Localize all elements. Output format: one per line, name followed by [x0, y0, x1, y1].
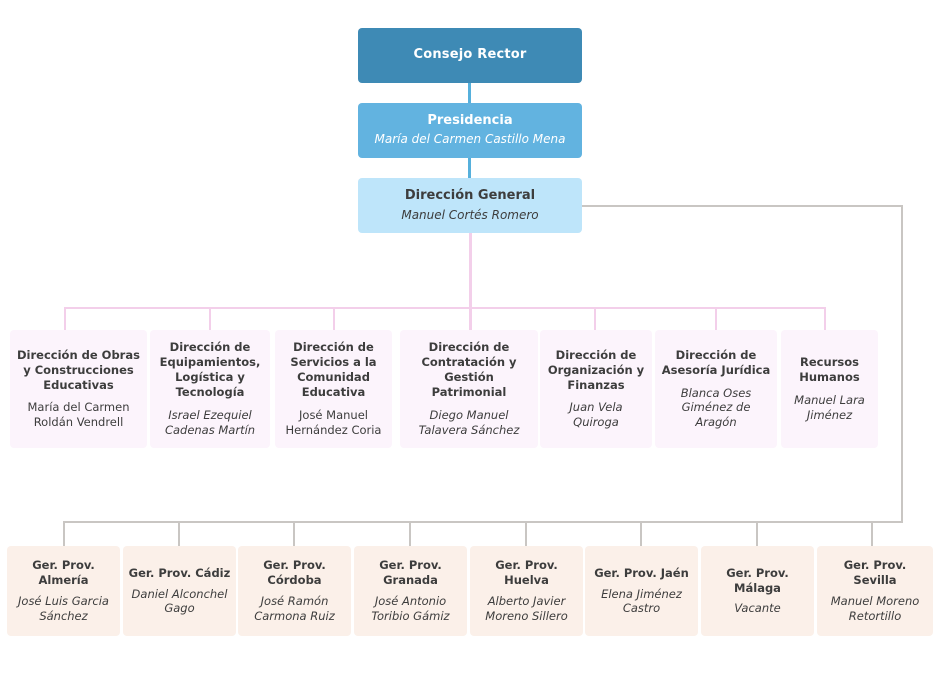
node-gerencia-5[interactable]: Ger. Prov. Huelva Alberto Javier Moreno …: [470, 546, 583, 636]
node-gerencia-1[interactable]: Ger. Prov. Almería José Luis Garcia Sánc…: [7, 546, 120, 636]
node-title: Ger. Prov. Málaga: [726, 565, 789, 595]
node-person: Israel Ezequiel Cadenas Martín: [164, 407, 256, 437]
node-direccion-5[interactable]: Dirección de Organización y Finanzas Jua…: [540, 330, 652, 448]
node-person: José Luis Garcia Sánchez: [18, 594, 109, 623]
node-direccion-4[interactable]: Dirección de Contratación y Gestión Patr…: [400, 330, 538, 448]
node-title: Ger. Prov. Huelva: [495, 558, 558, 588]
node-consejo-rector[interactable]: Consejo Rector: [358, 28, 582, 83]
node-person: Blanca Oses Giménez de Aragón: [680, 385, 752, 430]
node-person: Manuel Moreno Retortillo: [830, 594, 920, 623]
connector-pink-drop-5: [594, 307, 596, 330]
node-direccion-3[interactable]: Dirección de Servicios a la Comunidad Ed…: [275, 330, 392, 448]
node-title: Dirección General: [404, 187, 536, 203]
node-title: Ger. Prov. Granada: [379, 558, 442, 588]
connector-pink-drop-3: [333, 307, 335, 330]
node-person: José Manuel Hernández Coria: [285, 407, 382, 437]
connector-pink-drop-7: [824, 307, 826, 330]
node-person: Juan Vela Quiroga: [569, 400, 623, 430]
connector-gray-drop-1: [63, 521, 65, 546]
connector-dirgen-stem: [469, 233, 472, 330]
node-gerencia-3[interactable]: Ger. Prov. Córdoba José Ramón Carmona Ru…: [238, 546, 351, 636]
connector-gray-drop-8: [871, 521, 873, 546]
node-title: Dirección de Asesoría Jurídica: [661, 347, 771, 377]
connector-gray-drop-4: [409, 521, 411, 546]
node-gerencia-2[interactable]: Ger. Prov. Cádiz Daniel Alconchel Gago: [123, 546, 236, 636]
node-person: José Antonio Toribio Gámiz: [371, 594, 450, 623]
node-title: Consejo Rector: [413, 47, 527, 63]
node-person: Alberto Javier Moreno Sillero: [485, 594, 568, 623]
node-person: Manuel Cortés Romero: [401, 207, 539, 222]
connector-gray-drop-5: [525, 521, 527, 546]
connector-consejo-presidencia: [468, 83, 471, 103]
node-direccion-7[interactable]: Recursos Humanos Manuel Lara Jiménez: [781, 330, 878, 448]
node-title: Dirección de Obras y Construcciones Educ…: [17, 347, 140, 392]
node-title: Recursos Humanos: [799, 355, 860, 385]
node-title: Presidencia: [427, 113, 513, 129]
connector-pink-drop-6: [715, 307, 717, 330]
node-title: Ger. Prov. Almería: [32, 558, 95, 588]
node-gerencia-4[interactable]: Ger. Prov. Granada José Antonio Toribio …: [354, 546, 467, 636]
node-person: María del Carmen Castillo Mena: [374, 132, 566, 147]
node-title: Dirección de Organización y Finanzas: [547, 347, 645, 392]
node-direccion-general[interactable]: Dirección General Manuel Cortés Romero: [358, 178, 582, 233]
node-direccion-6[interactable]: Dirección de Asesoría Jurídica Blanca Os…: [655, 330, 777, 448]
node-title: Ger. Prov. Jaén: [594, 565, 689, 580]
node-title: Dirección de Contratación y Gestión Patr…: [421, 340, 517, 399]
node-person: Vacante: [734, 601, 781, 616]
connector-gray-drop-6: [640, 521, 642, 546]
node-person: Daniel Alconchel Gago: [131, 586, 228, 616]
node-title: Ger. Prov. Sevilla: [843, 558, 907, 588]
connector-gray-drop-2: [178, 521, 180, 546]
connector-gray-from-dirgen: [582, 205, 903, 207]
node-person: Diego Manuel Talavera Sánchez: [418, 407, 520, 437]
node-gerencia-7[interactable]: Ger. Prov. Málaga Vacante: [701, 546, 814, 636]
connector-gray-vertical-right: [901, 205, 903, 523]
node-direccion-1[interactable]: Dirección de Obras y Construcciones Educ…: [10, 330, 147, 448]
connector-pink-bus: [64, 307, 826, 309]
node-person: María del Carmen Roldán Vendrell: [27, 400, 130, 430]
node-gerencia-6[interactable]: Ger. Prov. Jaén Elena Jiménez Castro: [585, 546, 698, 636]
node-title: Dirección de Servicios a la Comunidad Ed…: [290, 340, 377, 399]
connector-pink-drop-2: [209, 307, 211, 330]
node-presidencia[interactable]: Presidencia María del Carmen Castillo Me…: [358, 103, 582, 158]
connector-gray-drop-7: [756, 521, 758, 546]
connector-pink-drop-4: [469, 307, 471, 330]
node-direccion-2[interactable]: Dirección de Equipamientos, Logística y …: [150, 330, 270, 448]
node-person: Manuel Lara Jiménez: [794, 393, 865, 422]
connector-gray-bus: [63, 521, 903, 523]
connector-gray-drop-3: [293, 521, 295, 546]
node-title: Dirección de Equipamientos, Logística y …: [159, 340, 261, 399]
node-person: Elena Jiménez Castro: [601, 586, 682, 616]
node-gerencia-8[interactable]: Ger. Prov. Sevilla Manuel Moreno Retorti…: [817, 546, 933, 636]
connector-presidencia-dirgen: [468, 158, 471, 178]
node-title: Ger. Prov. Córdoba: [263, 558, 326, 588]
connector-pink-drop-1: [64, 307, 66, 330]
node-person: José Ramón Carmona Ruiz: [254, 594, 335, 623]
node-title: Ger. Prov. Cádiz: [128, 565, 231, 580]
